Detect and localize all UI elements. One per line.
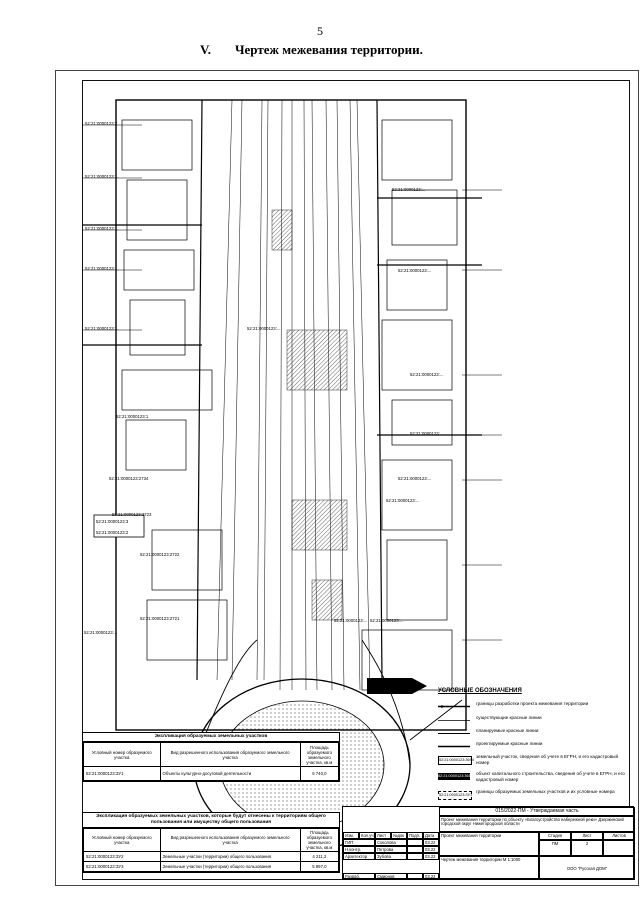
cadastral-label: 52:21:0000123:... <box>398 268 432 273</box>
legend-swatch-building: 52:21:0000123:3619 <box>438 773 473 780</box>
legend-item: 52:21:0000123:3619 объект капитального с… <box>438 771 625 782</box>
cadastral-leader-lines <box>82 124 502 641</box>
legend-item: 52:21:0000123:3694 земельный участок, св… <box>438 754 619 765</box>
cadastral-label: 52:21:0000123:2 <box>96 530 129 535</box>
cadastral-label: 52:21:0000123:... <box>386 498 420 503</box>
red-lines <box>82 99 482 681</box>
legend-item: проектируемые красные линии <box>438 740 633 754</box>
legend-swatch-planned <box>438 732 470 735</box>
legend-item: планируемые красные линии <box>438 727 633 741</box>
cadastral-label: 52:21:0000123:1 <box>116 414 149 419</box>
cadastral-label: 52:21:0000123:... <box>247 326 281 331</box>
stamp-company: ООО "Русская ДОМ" <box>539 856 635 880</box>
legend-swatch-new-parcel: 52:21:0000123:ЗУ1 <box>438 791 472 800</box>
stamp-code: 015/2022-ПМ - Утверждаемая часть <box>439 807 635 816</box>
street-detail <box>271 209 348 621</box>
cadastral-label: 52:21:0000123:... <box>85 326 119 331</box>
table-header-row: Условный номер образуемого участка Вид р… <box>83 828 340 852</box>
cadastral-label: 52:21:0000123:... <box>85 266 119 271</box>
page-number: 5 <box>317 24 323 38</box>
explication-table-1: Экспликация образуемых земельных участко… <box>82 732 340 782</box>
cadastral-label: 52:21:0000123:... <box>84 630 118 635</box>
legend-swatch-designed <box>438 745 470 748</box>
stamp-sheet: 2 <box>571 840 603 856</box>
cadastral-label: 52:21:0000123:2721 <box>140 616 180 621</box>
cadastral-label: 52:21:0000123:... <box>334 618 368 623</box>
stamp-sheet-title: Проект межевания территории <box>439 832 539 856</box>
explication-table-2: Экспликация образуемых земельных участко… <box>82 812 340 873</box>
cadastral-inset <box>93 514 145 538</box>
cadastral-label: 52:21:0000123:... <box>410 372 444 377</box>
cadastral-label: 52:21:0000123:... <box>370 618 404 623</box>
legend-swatch-parcel: 52:21:0000123:3694 <box>438 756 474 765</box>
table-row: 52:21:0000123:ЗУ3 Земельные участки (тер… <box>83 861 340 872</box>
stamp-drawing-title: Чертеж межевания территории М 1:1000 <box>439 856 539 880</box>
cadastral-label: 52:21:0000123:2723 <box>112 512 152 517</box>
cadastral-label: 52:21:0000123:... <box>392 187 426 192</box>
cadastral-label: 52:21:0000123:3 <box>96 519 129 524</box>
legend-item: 52:21:0000123:ЗУ1 границы образуемых зем… <box>438 788 633 804</box>
cadastral-label: 52:21:0000123:... <box>410 431 444 436</box>
legend-item: существующие красные линии <box>438 714 633 728</box>
drawing-sheet-frame <box>55 70 639 886</box>
legend-item: границы разработки проекта межевания тер… <box>438 700 633 714</box>
section-number: V. <box>200 42 211 57</box>
legend-swatch-boundary <box>438 705 470 708</box>
direction-arrow <box>367 678 427 694</box>
map-area <box>115 99 467 731</box>
section-title-text: Чертеж межевания территории. <box>235 42 423 57</box>
table-header-row: Условный номер образуемого участка Вид р… <box>83 742 340 767</box>
cadastral-label: 52:21:0000123:... <box>85 226 119 231</box>
street-corridor <box>216 99 371 691</box>
table-row: 52:21:0000123:ЗУ2 Земельные участки (тер… <box>83 851 340 862</box>
cadastral-label: 52:21:0000123:... <box>398 476 432 481</box>
stamp-sheets <box>603 840 635 856</box>
stamp-project: Проект межевания территории по объекту «… <box>439 816 635 832</box>
explication-2-caption: Экспликация образуемых земельных участко… <box>83 813 339 828</box>
cadastral-label: 52:21:0000123:2734 <box>109 476 149 481</box>
table-row: 52:21:0000123:ЗУ1 Объекты культурно-досу… <box>83 766 340 781</box>
explication-1-caption: Экспликация образуемых земельных участко… <box>83 733 339 742</box>
title-block: 015/2022-ПМ - Утверждаемая часть Проект … <box>342 806 635 880</box>
cadastral-label: 52:21:0000123:2722 <box>140 552 180 557</box>
buildings <box>121 119 458 691</box>
cadastral-label: 52:21:0000123:... <box>85 174 119 179</box>
legend-title: УСЛОВНЫЕ ОБОЗНАЧЕНИЯ <box>438 688 522 694</box>
stamp-stage: ПМ <box>539 840 571 856</box>
legend-swatch-existing <box>438 720 470 721</box>
cadastral-label: 52:21:0000123:2 <box>85 121 118 126</box>
